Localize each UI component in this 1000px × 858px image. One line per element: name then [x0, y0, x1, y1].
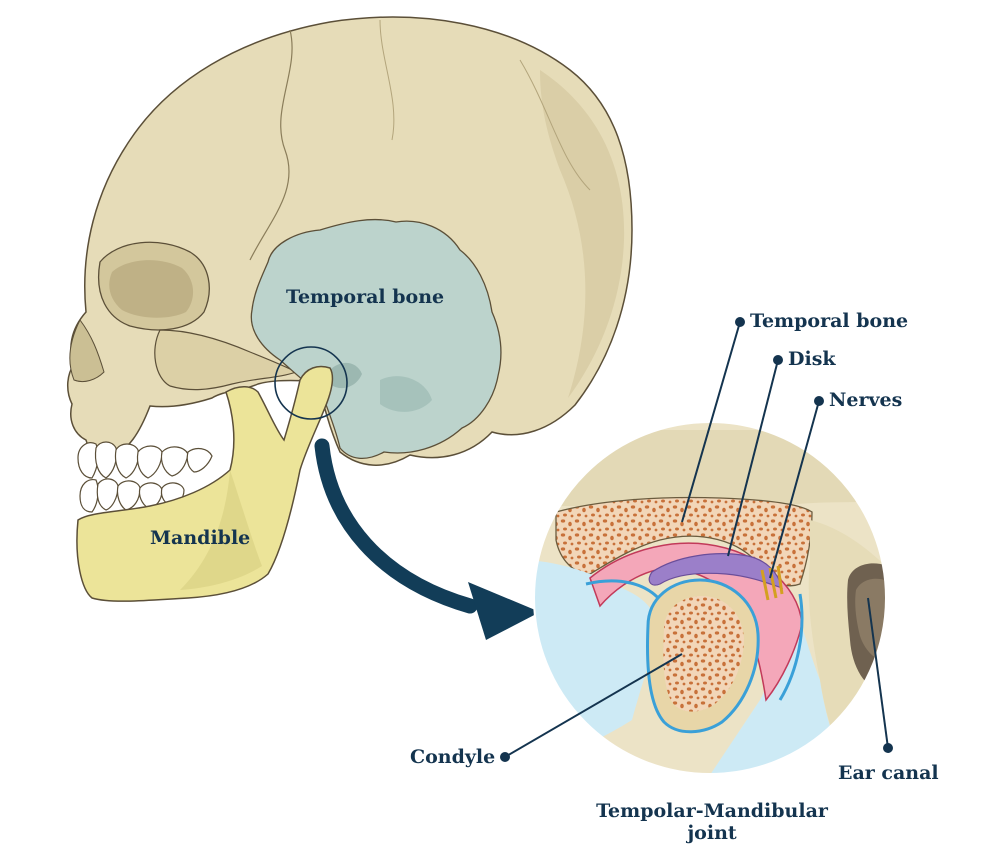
skull [67, 16, 633, 602]
leader-lines [500, 317, 893, 762]
label-joint-line2: joint [687, 822, 737, 844]
label-disk: Disk [788, 348, 836, 370]
upper-teeth [77, 441, 213, 479]
zoom-arrow [314, 438, 540, 640]
joint-highlight-circle [274, 346, 348, 420]
label-joint-line1: Tempolar-Mandibular [596, 800, 828, 822]
label-condyle: Condyle [410, 746, 496, 768]
label-joint-title: Tempolar-Mandibular joint [572, 800, 852, 844]
mandible-bone [76, 365, 334, 602]
label-nerves: Nerves [829, 389, 903, 411]
label-mandible: Mandible [150, 527, 251, 549]
label-temporal-bone-detail: Temporal bone [750, 310, 909, 332]
joint-detail [533, 421, 887, 775]
label-temporal-bone-skull: Temporal bone [286, 286, 445, 308]
temporal-bone-region [250, 218, 502, 459]
label-ear-canal: Ear canal [838, 762, 939, 784]
